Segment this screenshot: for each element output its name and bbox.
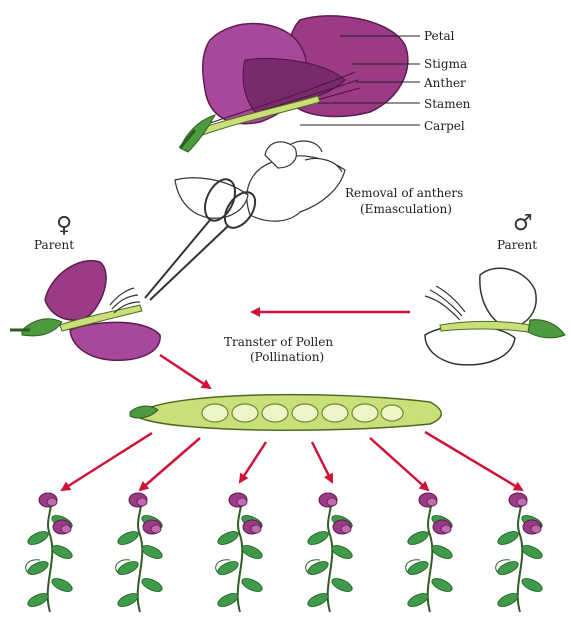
plant-leaf [306, 529, 330, 547]
plant-flower-inner [251, 525, 261, 533]
label-transfer-line1: Transter of Pollen [224, 335, 333, 349]
plant-flower-inner [61, 525, 71, 533]
plant-stem [238, 498, 243, 612]
plant-leaf [116, 591, 140, 609]
offspring-arrow-3 [240, 442, 266, 482]
offspring-plant [306, 493, 354, 612]
plant-flower-inner [517, 498, 527, 506]
offspring-plant [26, 493, 74, 612]
plant-leaf [140, 543, 164, 561]
label-stigma: Stigma [424, 57, 467, 71]
plant-leaf [50, 576, 74, 594]
plant-leaf [50, 543, 74, 561]
plant-flower-inner [341, 525, 351, 533]
label-petal: Petal [424, 29, 455, 43]
plant-leaf [406, 591, 430, 609]
offspring-arrow-5 [370, 438, 428, 490]
plant-stem [518, 498, 523, 612]
plant-leaf [116, 529, 140, 547]
plant-flower-inner [137, 498, 147, 506]
male-petal-top [480, 268, 536, 328]
offspring-plants [26, 493, 544, 612]
offspring-arrow-4 [312, 442, 332, 482]
label-anther: Anther [423, 76, 466, 90]
plant-flower-inner [237, 498, 247, 506]
plant-leaf [26, 529, 50, 547]
offspring-plant [116, 493, 164, 612]
plant-flower-inner [531, 525, 541, 533]
male-sepal [528, 320, 565, 338]
offspring-arrow-1 [62, 433, 152, 490]
female-petal-top [45, 261, 106, 320]
plant-leaf [496, 529, 520, 547]
arrow-to-pod [160, 355, 210, 388]
plant-flower-inner [151, 525, 161, 533]
male-stamens [425, 286, 465, 320]
label-transfer-line2: (Pollination) [250, 350, 324, 364]
female-symbol-icon: ♀ [56, 213, 72, 238]
plant-leaf [430, 543, 454, 561]
plant-leaf [216, 529, 240, 547]
plant-flower-inner [427, 498, 437, 506]
offspring-arrows [62, 432, 522, 490]
plant-stem [328, 498, 333, 612]
label-removal-line2: (Emasculation) [360, 202, 452, 216]
plant-flower-inner [47, 498, 57, 506]
label-male-parent: Parent [497, 238, 537, 252]
plant-stem [138, 498, 143, 612]
plant-leaf [330, 576, 354, 594]
male-parent-flower [425, 268, 565, 365]
offspring-plant [216, 493, 264, 612]
label-removal-line1: Removal of anthers [345, 186, 463, 200]
plant-stem [48, 498, 53, 612]
plant-leaf [306, 591, 330, 609]
label-carpel: Carpel [424, 119, 465, 133]
plant-leaf [240, 543, 264, 561]
hand-illustration [175, 141, 345, 221]
plant-leaf [406, 529, 430, 547]
plant-leaf [26, 591, 50, 609]
plant-leaf [330, 543, 354, 561]
plant-leaf [240, 576, 264, 594]
plant-leaf [216, 591, 240, 609]
plant-flower-inner [441, 525, 451, 533]
plant-stem [428, 498, 433, 612]
offspring-arrow-6 [425, 432, 522, 490]
offspring-plant [406, 493, 454, 612]
offspring-plant [496, 493, 544, 612]
male-petal-bottom [425, 326, 515, 365]
female-sepal [22, 319, 62, 336]
plant-leaf [520, 576, 544, 594]
plant-leaf [520, 543, 544, 561]
female-petal-bottom [70, 322, 160, 360]
male-symbol-icon: ♂ [513, 211, 533, 236]
plant-leaf [430, 576, 454, 594]
plant-flower-inner [327, 498, 337, 506]
female-parent-flower [10, 261, 160, 361]
sepal [180, 115, 215, 152]
label-female-parent: Parent [34, 238, 74, 252]
plant-leaf [140, 576, 164, 594]
label-stamen: Stamen [424, 97, 471, 111]
pea-pod [130, 395, 441, 431]
plant-leaf [496, 591, 520, 609]
offspring-arrow-2 [140, 438, 200, 490]
